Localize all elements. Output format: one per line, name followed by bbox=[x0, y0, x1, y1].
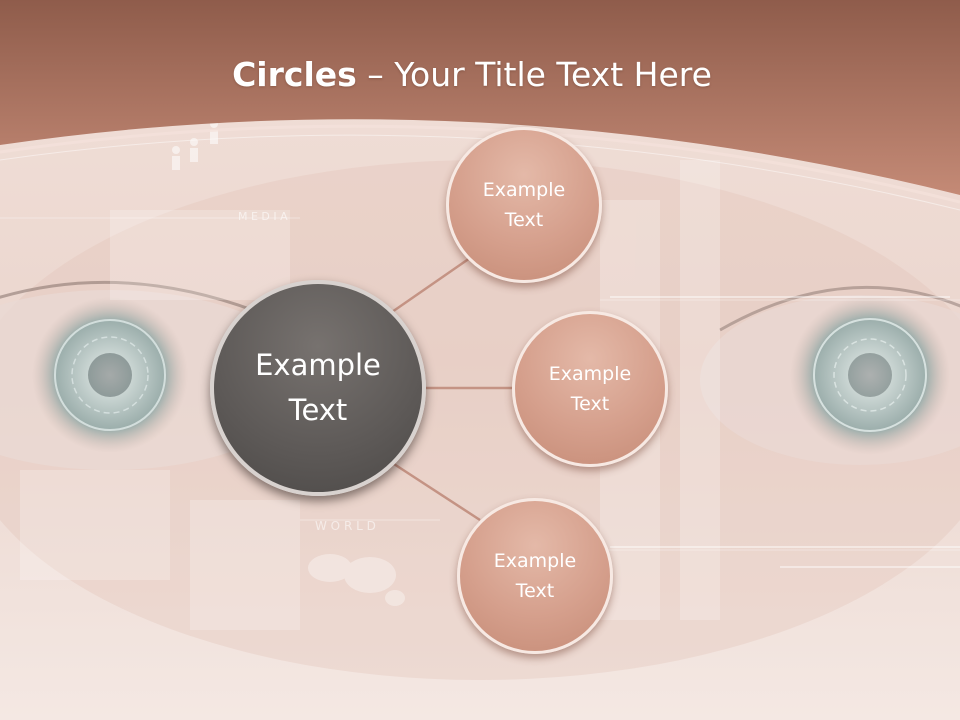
center-circle-line1: Example bbox=[255, 348, 381, 382]
node-circle-line2: Text bbox=[504, 209, 544, 231]
center-circle-line2: Text bbox=[288, 393, 348, 427]
bg-label-media: M E D I A bbox=[238, 210, 288, 223]
node-circle-line2: Text bbox=[515, 580, 555, 602]
header-band bbox=[0, 0, 960, 195]
title-bold: Circles bbox=[232, 55, 357, 94]
node-circle-middle: Example Text bbox=[512, 311, 668, 467]
slide-title: Circles – Your Title Text Here bbox=[0, 52, 944, 98]
node-circle-line1: Example bbox=[482, 179, 566, 201]
connector-top bbox=[391, 256, 471, 314]
center-circle: Example Text bbox=[210, 280, 426, 496]
bg-label-world: W O R L D bbox=[315, 519, 376, 533]
world-map-graphic bbox=[308, 554, 405, 606]
node-circle-bottom: Example Text bbox=[457, 498, 613, 654]
connector-bottom bbox=[393, 462, 481, 522]
right-eye-graphic bbox=[700, 285, 960, 465]
title-rest: – Your Title Text Here bbox=[356, 55, 712, 94]
node-circle-line1: Example bbox=[493, 550, 577, 572]
connectors bbox=[391, 256, 516, 522]
node-circle-line2: Text bbox=[570, 393, 610, 415]
node-circle-top: Example Text bbox=[446, 127, 602, 283]
node-circle-line1: Example bbox=[548, 363, 632, 385]
